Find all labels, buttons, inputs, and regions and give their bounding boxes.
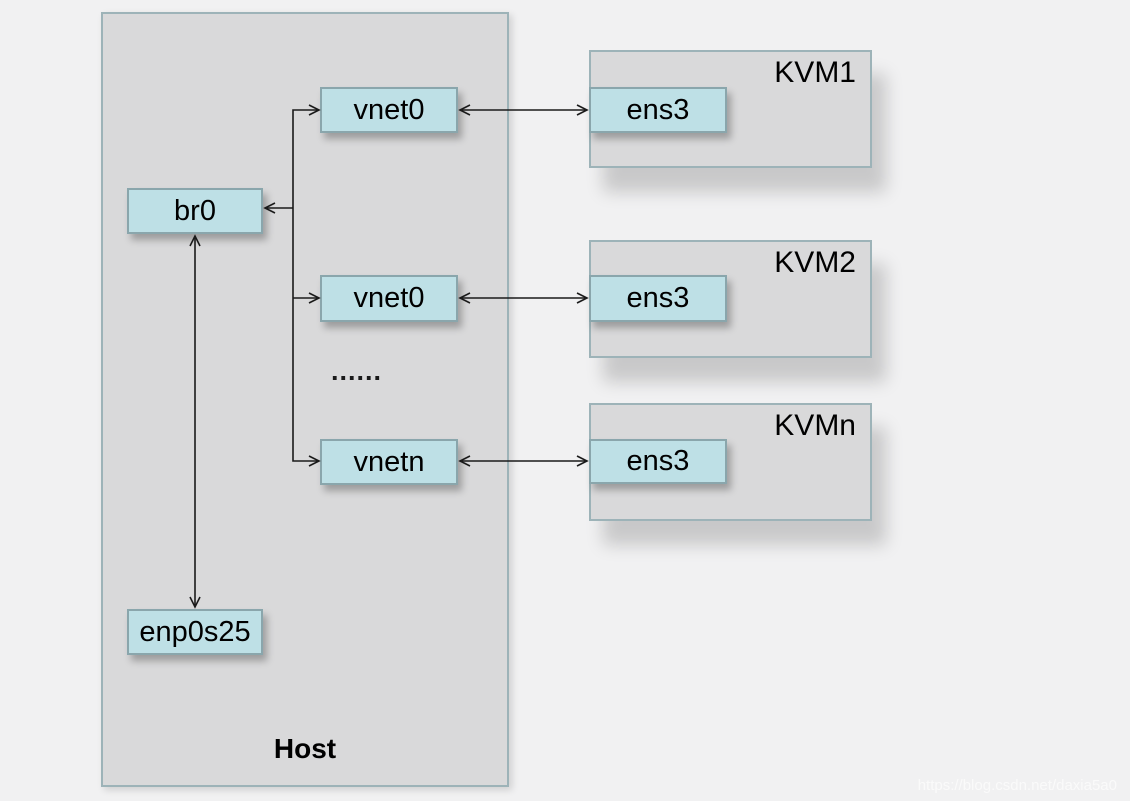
kvmn-label: KVMn (774, 409, 856, 442)
kvmn-iface-ens3: ens3 (589, 439, 727, 484)
kvm2-iface-ens3: ens3 (589, 275, 727, 322)
vnet-node-2: vnet0 (320, 275, 458, 322)
vnet-node-n: vnetn (320, 439, 458, 485)
host-label: Host (273, 733, 337, 764)
kvm1-label: KVM1 (774, 56, 856, 89)
vnet-node-1: vnet0 (320, 87, 458, 133)
vnet-ellipsis: ...... (331, 356, 383, 386)
nic-node-enp0s25: enp0s25 (127, 609, 263, 655)
watermark: https://blog.csdn.net/daxia5a0 (917, 777, 1117, 794)
kvm2-label: KVM2 (774, 246, 856, 279)
bridge-node-br0: br0 (127, 188, 263, 234)
kvm1-iface-ens3: ens3 (589, 87, 727, 133)
